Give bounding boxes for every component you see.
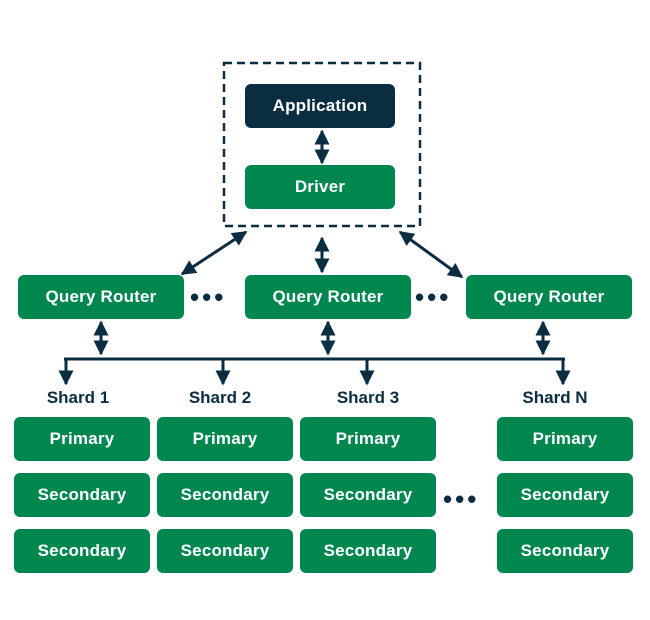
- secondary-node: Secondary: [14, 529, 150, 573]
- driver-node: Driver: [245, 165, 395, 209]
- secondary-node: Secondary: [157, 473, 293, 517]
- shard-label: Shard N: [522, 388, 588, 407]
- driver-router-right-arrow: [398, 230, 464, 279]
- primary-node: Primary: [497, 417, 633, 461]
- shard-label: Shard 3: [336, 388, 400, 407]
- primary-node: Primary: [157, 417, 293, 461]
- shard-label: Shard 1: [46, 388, 110, 407]
- query-router-node: Query Router: [245, 275, 411, 319]
- query-router-node: Query Router: [18, 275, 184, 319]
- client-boundary: [222, 61, 422, 228]
- secondary-node: Secondary: [300, 529, 436, 573]
- shard-label: Shard 2: [188, 388, 252, 407]
- application-node: Application: [245, 84, 395, 128]
- query-router-node: Query Router: [466, 275, 632, 319]
- primary-node: Primary: [14, 417, 150, 461]
- driver-router-left-arrow: [180, 230, 248, 276]
- secondary-node: Secondary: [14, 473, 150, 517]
- secondary-node: Secondary: [157, 529, 293, 573]
- primary-node: Primary: [300, 417, 436, 461]
- router-ellipsis: •••: [415, 282, 452, 312]
- secondary-node: Secondary: [497, 529, 633, 573]
- router-ellipsis: •••: [190, 282, 227, 312]
- secondary-node: Secondary: [497, 473, 633, 517]
- secondary-node: Secondary: [300, 473, 436, 517]
- shard-ellipsis: •••: [443, 484, 480, 514]
